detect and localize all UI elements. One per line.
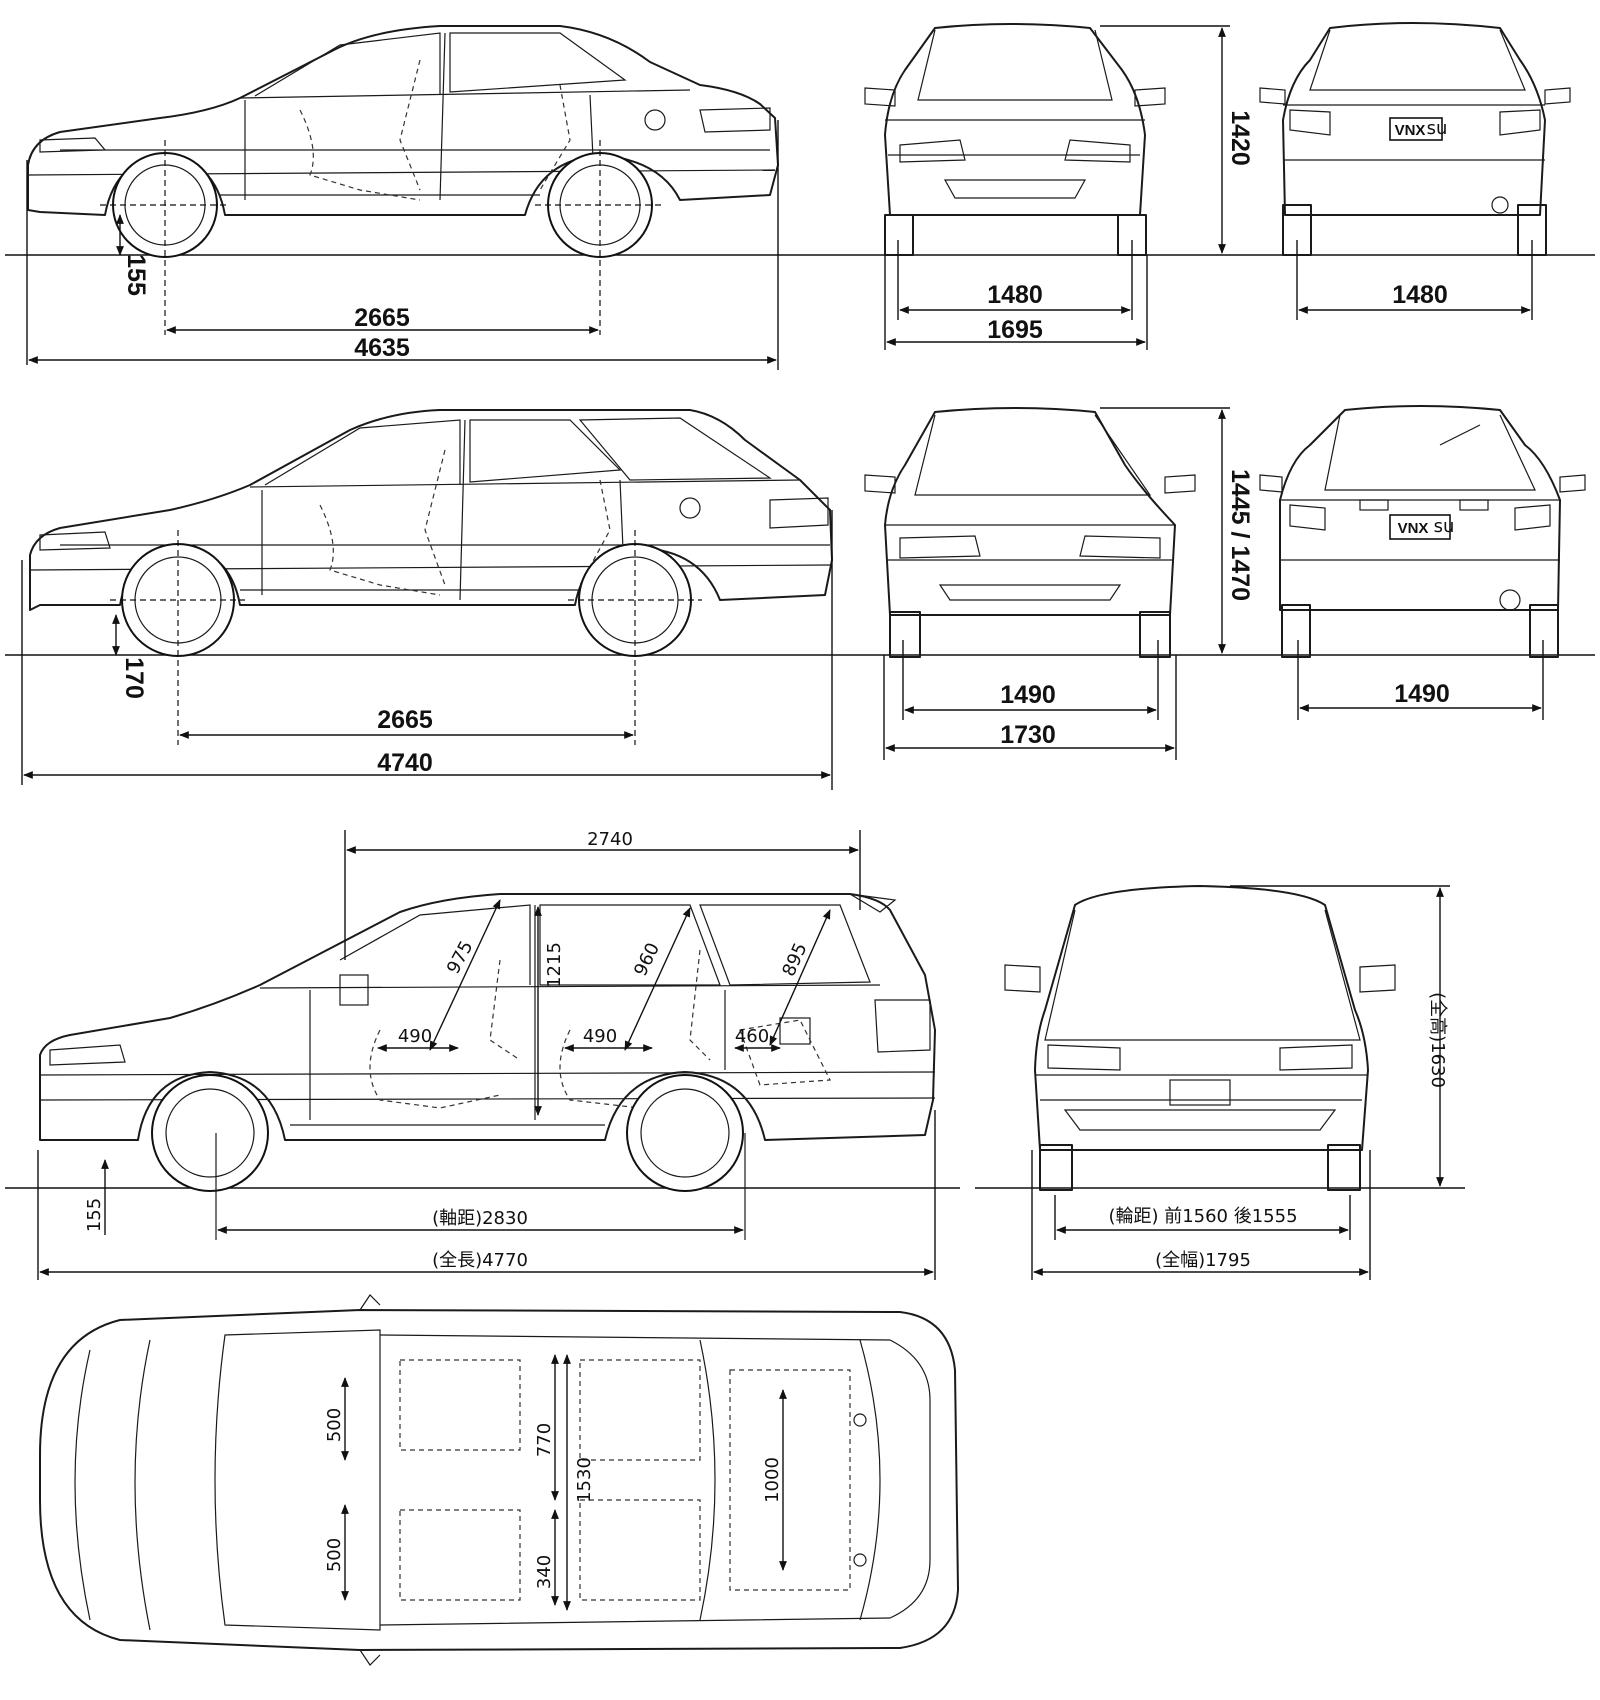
- minivan-legroom-third-label: 460: [735, 1026, 769, 1047]
- minivan-width-label: (全幅)1795: [1155, 1250, 1251, 1271]
- wagon-side-view: [29, 409, 833, 745]
- minivan-cabin-length-label: 2740: [587, 829, 633, 850]
- wagon-rear-view: VNX su: [1259, 405, 1586, 658]
- sedan-rear-track-label: 1480: [1392, 281, 1448, 309]
- minivan-headroom-third-label: 895: [778, 940, 811, 980]
- wagon-rear-track-label: 1490: [1394, 680, 1450, 708]
- sedan-rear-plate-text: VNX: [1395, 122, 1426, 139]
- wagon-wheelbase-label: 2665: [377, 706, 433, 734]
- minivan-row: 2740 975 1215 960 895 490 490 460 155 (軸…: [5, 829, 1465, 1280]
- sedan-width-label: 1695: [987, 316, 1043, 344]
- minivan-legroom-second-label: 490: [583, 1026, 617, 1047]
- top-seat-width-left-label: 500: [324, 1408, 345, 1442]
- minivan-legroom-front-label: 490: [398, 1026, 432, 1047]
- sedan-side-view: [27, 25, 779, 335]
- minivan-front-view: [1004, 885, 1396, 1191]
- wagon-row: 170 2665 4740 1490 1730 1445 / 1470: [5, 405, 1595, 790]
- sedan-rear-view: VNX su: [1259, 22, 1571, 256]
- minivan-headroom-second-label: 960: [630, 940, 664, 980]
- wagon-front-view: [864, 407, 1196, 658]
- minivan-wheelbase-label: (軸距)2830: [432, 1208, 528, 1229]
- top-interior-width-label: 1530: [574, 1457, 595, 1503]
- minivan-length-label: (全長)4770: [432, 1250, 528, 1271]
- wagon-width-label: 1730: [1000, 721, 1056, 749]
- minivan-headroom-front-label: 975: [443, 937, 478, 977]
- minivan-top-view: 500 500 770 1530 340 1000: [39, 1294, 959, 1666]
- sedan-plate-badge: su: [1427, 118, 1448, 139]
- minivan-ground-clearance-label: 155: [84, 1198, 105, 1232]
- top-aisle-width-label: 340: [534, 1555, 555, 1589]
- sedan-wheelbase-label: 2665: [354, 304, 410, 332]
- wagon-ground-clearance-label: 170: [120, 657, 148, 699]
- sedan-front-track-label: 1480: [987, 281, 1043, 309]
- minivan-height-label: (全高)1630: [1427, 992, 1448, 1088]
- sedan-row: 155 2665 4635 1480 1695 1420: [5, 22, 1595, 370]
- wagon-front-track-label: 1490: [1000, 681, 1056, 709]
- wagon-length-label: 4740: [377, 749, 433, 777]
- minivan-interior-height-label: 1215: [544, 942, 565, 988]
- top-cargo-width-label: 1000: [762, 1457, 783, 1503]
- top-center-width-label: 770: [534, 1423, 555, 1457]
- top-seat-width-right-label: 500: [324, 1538, 345, 1572]
- wagon-plate-badge: su: [1434, 516, 1455, 537]
- sedan-height-label: 1420: [1226, 110, 1254, 166]
- sedan-front-view: [864, 23, 1166, 256]
- minivan-track-label: (輪距) 前1560 後1555: [1108, 1206, 1297, 1227]
- minivan-side-view: [39, 893, 936, 1240]
- wagon-rear-plate-text: VNX: [1398, 520, 1429, 537]
- wagon-height-label: 1445 / 1470: [1226, 469, 1254, 601]
- sedan-ground-clearance-label: 155: [122, 254, 150, 296]
- sedan-length-label: 4635: [354, 334, 410, 362]
